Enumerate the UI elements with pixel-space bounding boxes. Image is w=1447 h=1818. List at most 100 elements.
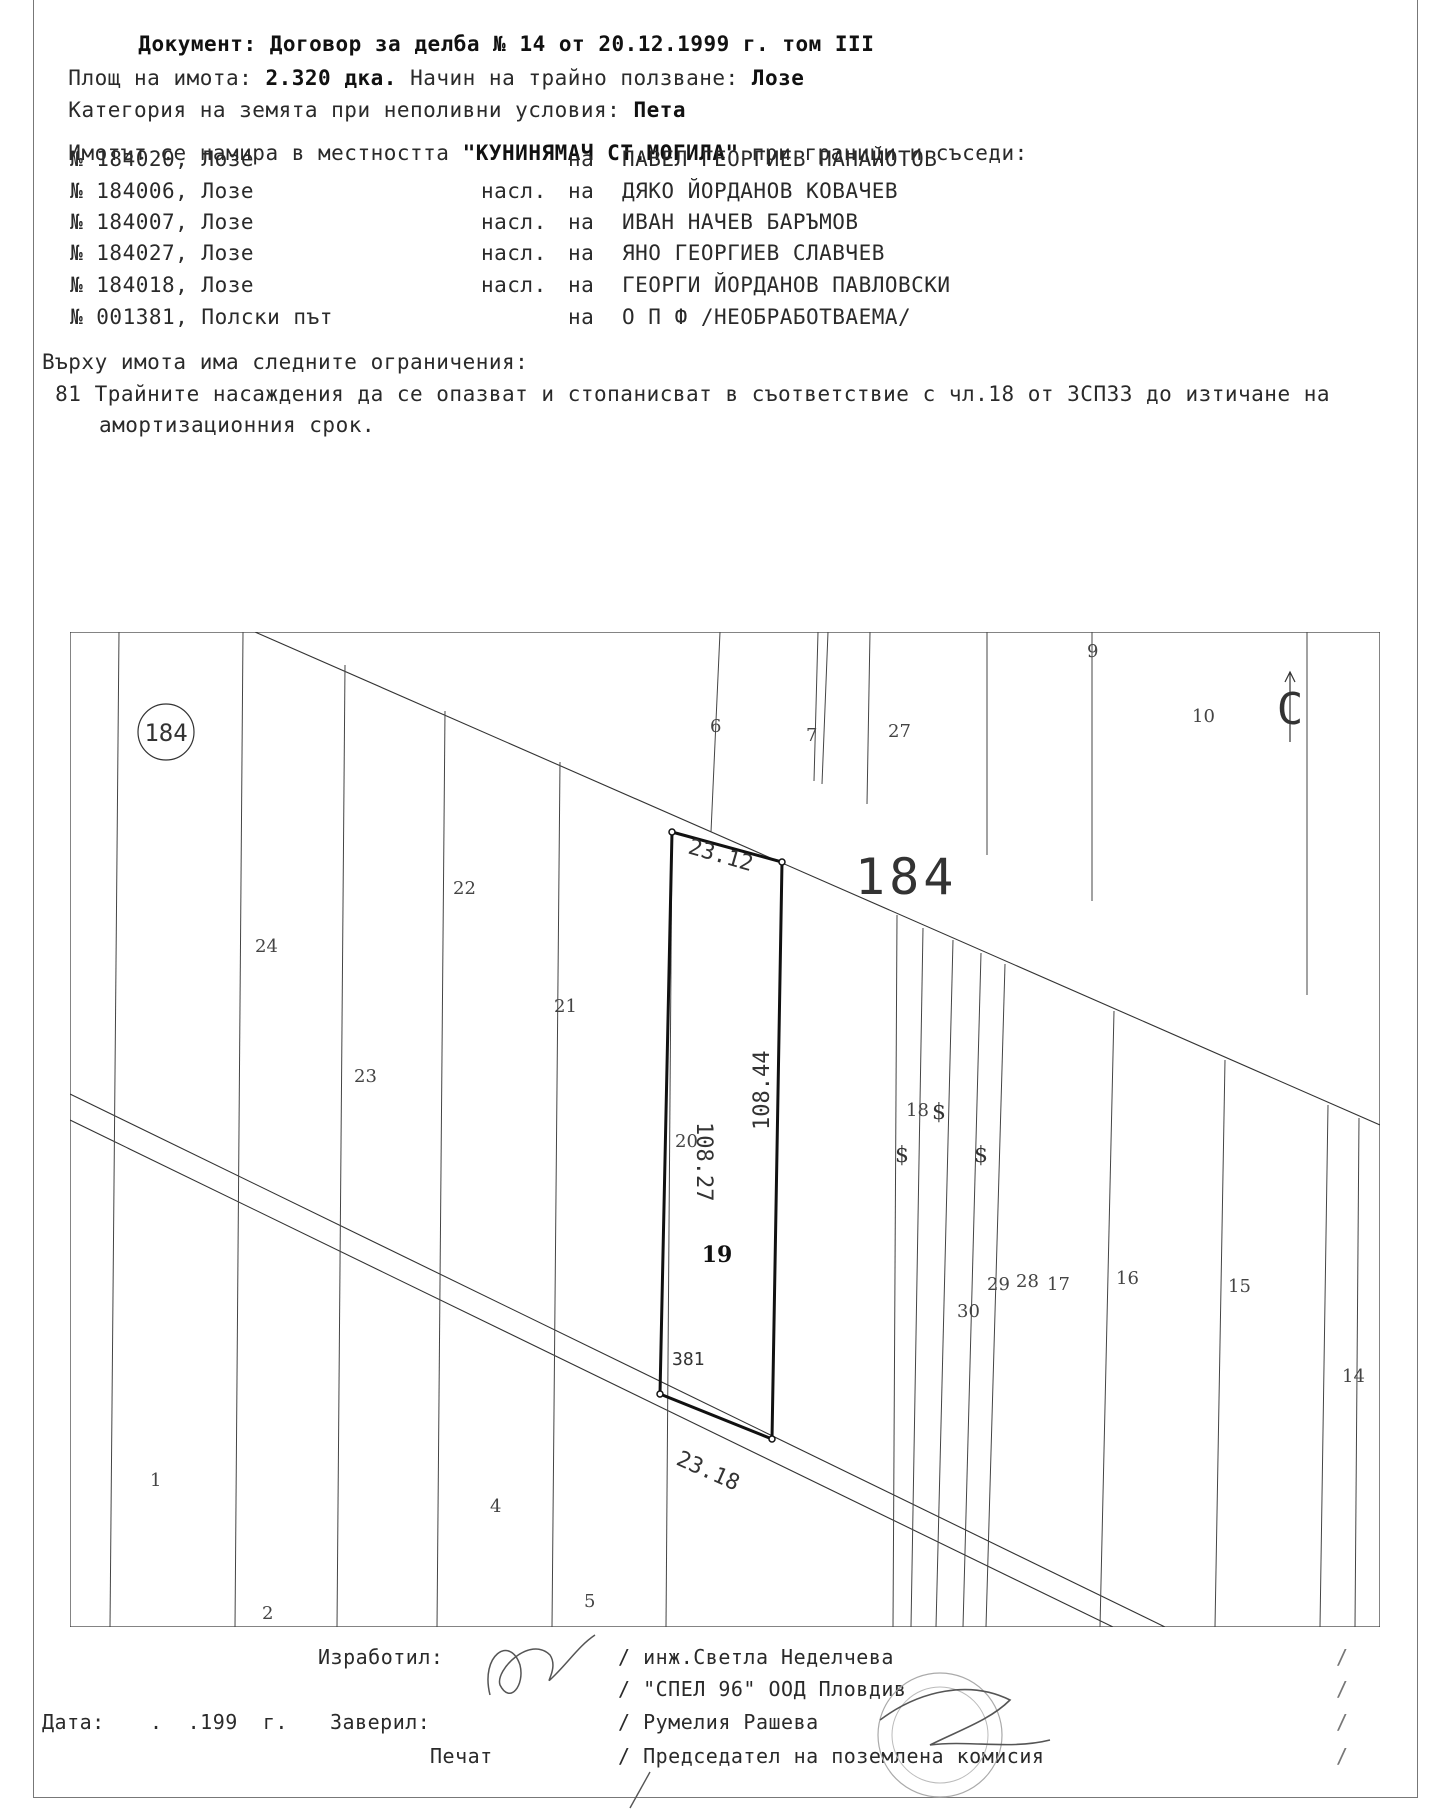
stamp-icon <box>877 1672 1051 1798</box>
sign-slash: / <box>1336 1645 1349 1669</box>
parcel-label: 28 <box>1016 1271 1039 1292</box>
side-length-left: 108.27 <box>691 1122 716 1201</box>
map-svg: 184 C 184 23.12 23.18 108.27 108.44 19 3… <box>70 632 1380 1627</box>
document-value: Договор за делба № 14 от 20.12.1999 г. т… <box>269 32 875 56</box>
document-label: Документ: <box>138 32 257 56</box>
side-length-top: 23.12 <box>685 835 756 877</box>
neighbor-id: № 184027, Лозе <box>70 241 255 265</box>
parcel-label: 30 <box>957 1301 980 1322</box>
prepared-name: / инж.Светла Неделчева <box>618 1645 894 1669</box>
parcel-label: 1 <box>150 1470 161 1491</box>
neighbor-heir: насл. <box>481 179 547 203</box>
location-line: Имотът се намира в местността "КУНИНЯМАЧ… <box>42 117 1028 165</box>
parcel-label: 2 <box>262 1603 273 1624</box>
parcel-label: 29 <box>987 1274 1010 1295</box>
usage-value: Лозе <box>751 66 805 90</box>
road-label: 381 <box>672 1349 705 1370</box>
sign-slash: / <box>1336 1744 1349 1768</box>
corner-point <box>668 828 676 836</box>
svg-text:C: C <box>1277 684 1304 735</box>
parcel-label: 21 <box>554 996 577 1017</box>
sign-slash: / <box>1336 1677 1349 1701</box>
sign-slash: / <box>1336 1710 1349 1734</box>
parcel-label: 10 <box>1192 706 1215 727</box>
parcel-label: 4 <box>490 1496 501 1517</box>
north-arrow-icon: C <box>1277 670 1304 742</box>
neighbor-id: № 184020, Лозе <box>70 147 255 171</box>
neighbor-na: на <box>568 210 595 234</box>
parcel-dividers <box>109 632 1360 1627</box>
parcel-label: 22 <box>453 878 476 899</box>
signature-stroke-icon <box>629 1771 651 1809</box>
neighbor-owner: ДЯКО ЙОРДАНОВ КОВАЧЕВ <box>622 179 899 203</box>
location-suffix: при граници и съседи: <box>751 141 1028 165</box>
parcel-label: 7 <box>806 725 817 746</box>
block-circle <box>137 703 195 761</box>
side-length-right: 108.44 <box>750 1051 775 1130</box>
area-label: Площ на имота: <box>68 66 253 90</box>
location-prefix: Имотът се намира в местността <box>68 141 450 165</box>
corner-point <box>656 1390 664 1398</box>
subject-parcel-number: 19 <box>702 1242 733 1268</box>
neighbor-na: на <box>568 273 595 297</box>
upper-boundary-line <box>254 632 1380 1126</box>
category-value: Пета <box>633 98 687 122</box>
certified-label: Заверил: <box>330 1710 431 1734</box>
neighbor-heir: насл. <box>481 241 547 265</box>
neighbor-id: № 184006, Лозе <box>70 179 255 203</box>
neighbor-na: на <box>568 179 595 203</box>
parcel-label: 20 <box>675 1131 698 1152</box>
block-number-big: 184 <box>855 848 957 906</box>
stamp-label: Печат <box>430 1744 493 1768</box>
page-frame-bottom <box>33 1797 1418 1798</box>
parcel-label: 24 <box>255 936 278 957</box>
corner-point <box>778 858 786 866</box>
parcel-label: 23 <box>354 1066 377 1087</box>
tree-icon: $ <box>895 1143 909 1168</box>
document-line: Документ: Договор за делба № 14 от 20.12… <box>112 8 874 56</box>
parcel-labels: 24 22 23 21 20 6 7 27 9 10 11 18 30 29 2… <box>150 641 1365 1624</box>
tree-icon: $ <box>974 1143 988 1168</box>
neighbor-id: № 184018, Лозе <box>70 273 255 297</box>
neighbor-owner: ПАВЕЛ ГЕОРГИЕВ ПАНАЙОТОВ <box>622 147 938 171</box>
category-label: Категория на земята при неполивни услови… <box>68 98 621 122</box>
parcel-label: 5 <box>584 1591 595 1612</box>
parcel-label: 27 <box>888 721 911 742</box>
parcel-label: 15 <box>1228 1276 1251 1297</box>
page-frame-right <box>1417 0 1418 1797</box>
signature-prepared-icon <box>487 1634 596 1696</box>
neighbor-na: на <box>568 305 595 329</box>
parcel-label: 17 <box>1047 1274 1070 1295</box>
neighbor-owner: ГЕОРГИ ЙОРДАНОВ ПАВЛОВСКИ <box>622 273 951 297</box>
corner-point <box>768 1435 776 1443</box>
road-edge-bottom <box>70 1119 1114 1627</box>
parcel-label: 14 <box>1342 1366 1365 1387</box>
parcel-label: 16 <box>1116 1268 1139 1289</box>
parcel-label: 9 <box>1087 641 1098 662</box>
area-line: Площ на имота: 2.320 дка. Начин на трайн… <box>42 42 804 90</box>
neighbor-heir: насл. <box>481 273 547 297</box>
neighbor-id: № 184007, Лозе <box>70 210 255 234</box>
cadastral-map: 184 C 184 23.12 23.18 108.27 108.44 19 3… <box>70 632 1380 1627</box>
location-name: "КУНИНЯМАЧ СТ.МОГИЛА" <box>462 141 739 165</box>
block-circle-label: 184 <box>144 719 187 747</box>
neighbor-na: на <box>568 147 595 171</box>
road-edge-top <box>70 1093 1166 1627</box>
date-value: . .199 г. <box>150 1710 288 1734</box>
parcel-label: 18 <box>906 1100 929 1121</box>
restrictions-heading: Върху имота има следните ограничения: <box>42 350 529 374</box>
restriction-line-2: амортизационния срок. <box>99 413 376 437</box>
neighbor-owner: О П Ф /НЕОБРАБОТВАЕМА/ <box>622 305 912 329</box>
date-label: Дата: <box>42 1710 105 1734</box>
restriction-line-1: 81 Трайните насаждения да се опазват и с… <box>42 382 1331 406</box>
category-line: Категория на земята при неполивни услови… <box>42 74 686 122</box>
neighbor-id: № 001381, Полски път <box>70 305 333 329</box>
prepared-label: Изработил: <box>318 1645 444 1669</box>
area-value: 2.320 дка. <box>265 66 397 90</box>
parcel-label: 6 <box>710 716 721 737</box>
neighbor-na: на <box>568 241 595 265</box>
usage-label: Начин на трайно ползване: <box>410 66 739 90</box>
neighbor-owner: ИВАН НАЧЕВ БАРЪМОВ <box>622 210 859 234</box>
tree-icon: $ <box>932 1100 946 1125</box>
page-frame-left <box>33 0 34 1797</box>
